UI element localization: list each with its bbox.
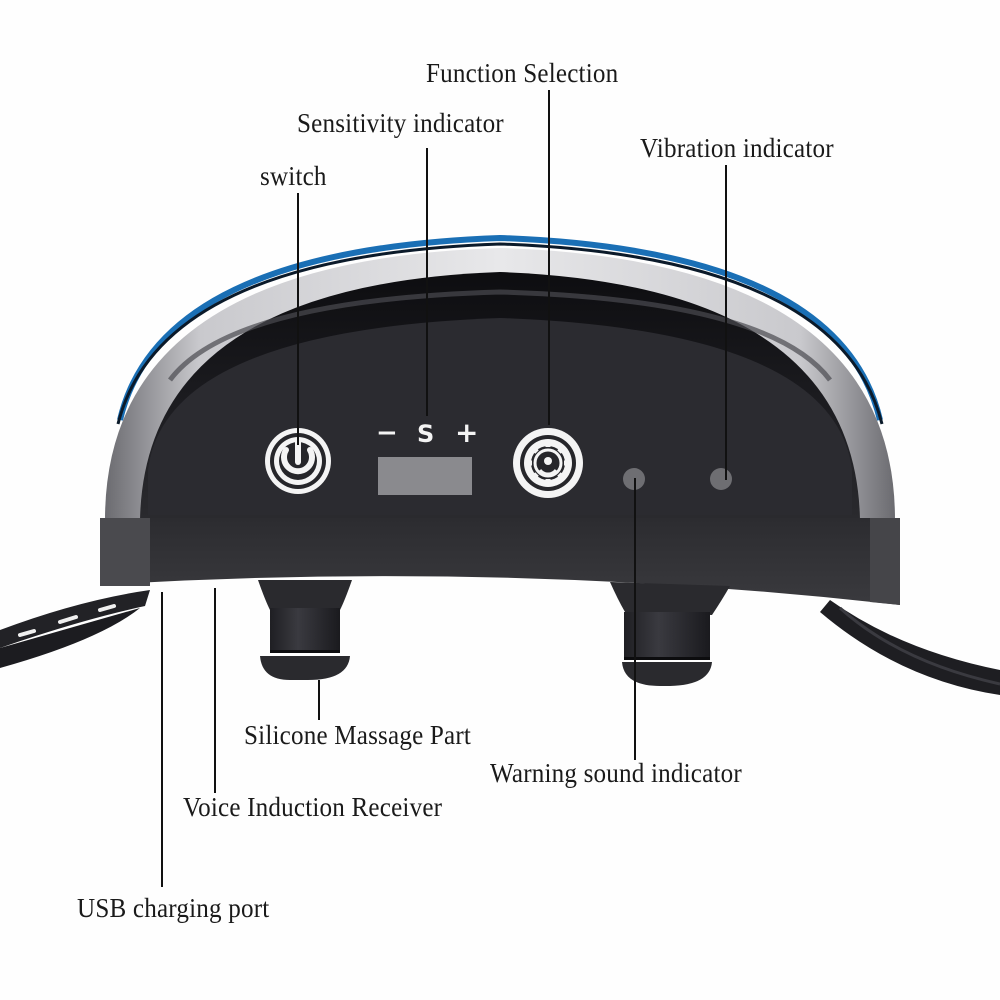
label-usb-charging-port: USB charging port — [77, 893, 270, 923]
power-icon[interactable] — [265, 428, 331, 494]
leader-massage — [318, 680, 320, 720]
left-strap — [0, 590, 150, 668]
leader-warning — [634, 478, 636, 760]
leader-vibration — [725, 165, 727, 480]
right-strap — [820, 600, 1000, 695]
label-warning-sound-indicator: Warning sound indicator — [490, 758, 742, 788]
massage-node-right — [610, 582, 730, 686]
label-switch: switch — [260, 161, 327, 191]
label-silicone-massage-part: Silicone Massage Part — [244, 720, 472, 750]
label-voice-induction-receiver: Voice Induction Receiver — [183, 792, 443, 822]
leader-sensitivity — [426, 148, 428, 416]
leader-switch — [297, 193, 299, 445]
massage-node-left — [258, 580, 352, 680]
label-sensitivity-indicator: Sensitivity indicator — [297, 108, 504, 138]
sensitivity-letter: S — [417, 420, 435, 448]
leader-voice — [214, 588, 216, 793]
leader-usb — [161, 592, 163, 887]
leader-function — [548, 90, 550, 425]
sensitivity-display — [378, 457, 472, 495]
gear-icon[interactable] — [513, 428, 583, 498]
label-vibration-indicator: Vibration indicator — [640, 133, 834, 163]
vibration-led — [710, 468, 732, 490]
sensitivity-minus[interactable]: − — [376, 418, 398, 448]
label-function-selection: Function Selection — [426, 58, 619, 88]
sensitivity-plus[interactable]: + — [455, 416, 479, 449]
